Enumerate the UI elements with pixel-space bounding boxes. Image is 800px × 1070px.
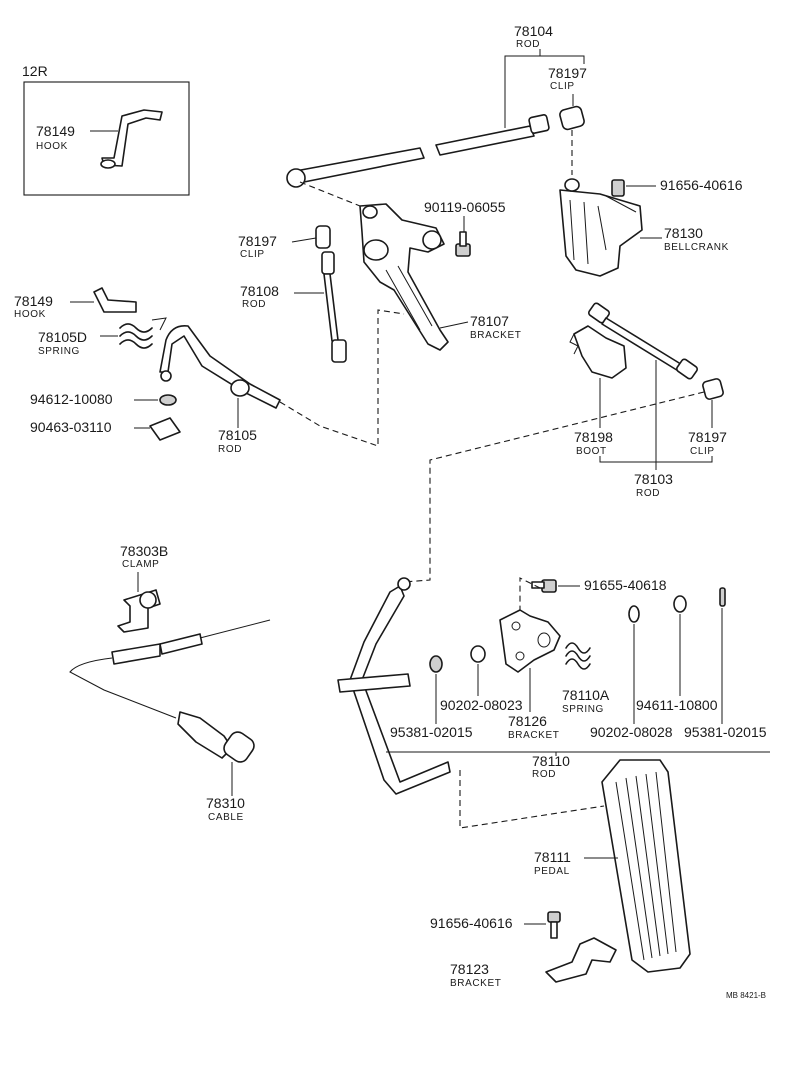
clip-78197-left-drawing: [315, 225, 331, 249]
hook-78149-inset-name: HOOK: [36, 141, 68, 152]
bracket-78123-number: 78123: [450, 961, 489, 977]
pedal-78111-drawing: [601, 759, 691, 973]
bolt-90119-drawing: [455, 231, 471, 257]
nut-94611-drawing: [673, 595, 687, 613]
rod-78105-number: 78105: [218, 427, 257, 443]
clip-78197-right-number: 78197: [688, 429, 727, 445]
inset-12r: 12R 78149 HOOK: [22, 63, 190, 196]
hook-78149-number: 78149: [14, 293, 53, 309]
rod-78110-drawing: [337, 577, 451, 795]
rod-78110-number: 78110: [532, 753, 570, 769]
nut-94612-number: 94612-10080: [30, 391, 113, 407]
nut-94612-drawing: [159, 394, 177, 406]
bolt-91656-bottom-number: 91656-40616: [430, 915, 513, 931]
bolt-90119-number: 90119-06055: [424, 199, 506, 215]
spring-78110a-number: 78110A: [562, 687, 610, 703]
washer-90202-a-drawing: [470, 645, 486, 663]
bracket-78123-name: BRACKET: [450, 978, 501, 989]
cable-78310-name: CABLE: [208, 812, 244, 823]
pin-95381-a-drawing: [429, 655, 443, 673]
pedal-78111-number: 78111: [534, 849, 571, 865]
boot-78198-name: BOOT: [576, 446, 607, 457]
rod-78103-number: 78103: [634, 471, 673, 487]
cable-78310-number: 78310: [206, 795, 245, 811]
bolt-91656-bottom-drawing: [547, 911, 561, 939]
clip-78197-top-drawing: [559, 105, 585, 131]
cable-78310-drawing: [69, 619, 271, 763]
bracket-78126-name: BRACKET: [508, 730, 559, 741]
boot-78198-drawing: [569, 325, 627, 379]
washer-90202-b-number: 90202-08028: [590, 724, 673, 740]
rod-78108-name: ROD: [242, 299, 266, 310]
clamp-78303b-number: 78303B: [120, 543, 168, 559]
rod-78103-name: ROD: [636, 488, 660, 499]
pedal-78111-name: PEDAL: [534, 866, 570, 877]
bracket-78123-drawing: [545, 937, 617, 983]
bolt-91655-drawing: [531, 579, 557, 593]
bracket-78107-number: 78107: [470, 313, 509, 329]
bellcrank-78130-number: 78130: [664, 225, 703, 241]
inset-frame: [23, 81, 190, 196]
clamp-78303b-drawing: [117, 589, 161, 633]
clip-78197-right-name: CLIP: [690, 446, 715, 457]
pin-95381-a-number: 95381-02015: [390, 724, 473, 740]
hook-78149-drawing: [93, 287, 137, 313]
diagram-code: MB 8421-B: [726, 991, 766, 1000]
rod-78108-drawing: [321, 251, 347, 363]
washer-90202-a-number: 90202-08023: [440, 697, 523, 713]
clip-78197-top-number: 78197: [548, 65, 587, 81]
rod-78103-drawing: [587, 302, 699, 380]
bracket-78107-name: BRACKET: [470, 330, 521, 341]
spring-78105d-number: 78105D: [38, 329, 87, 345]
clip-90463-number: 90463-03110: [30, 419, 112, 435]
rod-78104-number: 78104: [514, 23, 553, 39]
pin-95381-b-drawing: [719, 587, 726, 607]
rod-78104-drawing: [286, 114, 550, 188]
hook-78149-inset-drawing: [100, 109, 163, 169]
clip-78197-top-name: CLIP: [550, 81, 575, 92]
bolt-91655-number: 91655-40618: [584, 577, 667, 593]
bolt-91656-top-number: 91656-40616: [660, 177, 743, 193]
boot-78198-number: 78198: [574, 429, 613, 445]
clip-78197-right-drawing: [702, 378, 724, 400]
hook-78149-name: HOOK: [14, 309, 46, 320]
bellcrank-78130-drawing: [559, 178, 643, 277]
rod-78105-drawing: [159, 324, 281, 409]
clip-78197-left-name: CLIP: [240, 249, 265, 260]
clip-78197-left-number: 78197: [238, 233, 277, 249]
bracket-78107-drawing: [359, 203, 449, 351]
rod-78110-name: ROD: [532, 769, 556, 780]
bracket-78126-drawing: [499, 609, 561, 673]
bellcrank-78130-name: BELLCRANK: [664, 242, 729, 253]
rod-78104-name: ROD: [516, 39, 540, 50]
hook-78149-inset-number: 78149: [36, 123, 75, 139]
rod-78105-name: ROD: [218, 444, 242, 455]
spring-78105d-name: SPRING: [38, 346, 80, 357]
nut-94611-number: 94611-10800: [636, 697, 718, 713]
washer-90202-b-drawing: [628, 605, 640, 623]
spring-78110a-name: SPRING: [562, 704, 604, 715]
clamp-78303b-name: CLAMP: [122, 559, 159, 570]
pin-95381-b-number: 95381-02015: [684, 724, 767, 740]
clip-90463-drawing: [149, 417, 181, 441]
spring-78110a-drawing: [565, 642, 591, 670]
spring-78105d-drawing: [119, 317, 167, 349]
bracket-78126-number: 78126: [508, 713, 547, 729]
inset-label: 12R: [22, 63, 48, 79]
rod-78108-number: 78108: [240, 283, 279, 299]
